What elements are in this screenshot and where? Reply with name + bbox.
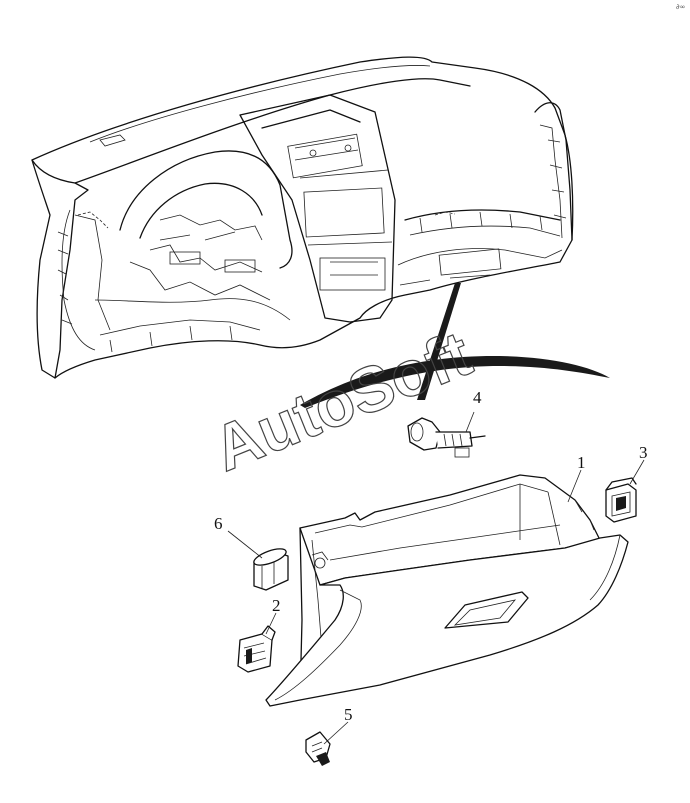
leader-line-5 xyxy=(323,721,349,745)
callout-3: 3 xyxy=(639,443,648,462)
callout-5: 5 xyxy=(344,705,353,724)
callout-4: 4 xyxy=(473,388,482,407)
leader-swoosh xyxy=(300,283,610,408)
callout-2: 2 xyxy=(272,596,281,615)
leader-line-6 xyxy=(227,530,263,559)
corner-mark: ∂∞ xyxy=(676,3,685,11)
callout-labels: 4 1 3 6 2 5 xyxy=(214,388,648,724)
leader-line-2 xyxy=(265,612,277,635)
callout-6: 6 xyxy=(214,514,223,533)
glovebox-part-1 xyxy=(265,474,629,707)
striker-part-5 xyxy=(305,731,331,766)
callout-leaders xyxy=(227,411,645,745)
bumper-part-6 xyxy=(253,548,289,591)
damper-part-4 xyxy=(407,417,486,458)
bumper-part-2 xyxy=(237,625,276,673)
clip-part-3 xyxy=(605,477,637,523)
instrument-panel xyxy=(31,56,574,379)
leader-line-4 xyxy=(465,411,475,433)
leader-line-1 xyxy=(567,469,582,503)
callout-1: 1 xyxy=(577,453,586,472)
leader-line-3 xyxy=(629,459,645,485)
